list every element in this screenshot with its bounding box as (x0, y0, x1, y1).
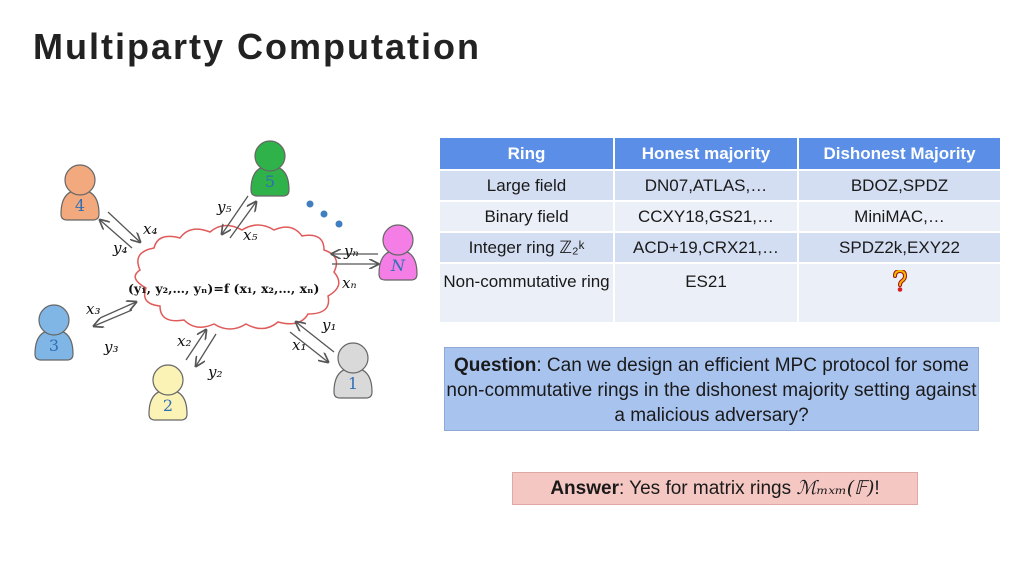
label-x5: x₅ (243, 226, 257, 244)
answer-text: : Yes for matrix rings (618, 478, 797, 499)
table-cell: BDOZ,SPDZ (798, 169, 1000, 201)
table-cell: Integer ring ℤ₂ᵏ (440, 231, 615, 263)
label-y3: y₃ (103, 338, 119, 356)
label-yN: yₙ (343, 242, 359, 260)
question-text: : Can we design an efficient MPC protoco… (446, 355, 977, 426)
party-label: 4 (75, 196, 85, 215)
header-dishonest-majority: Dishonest Majority (798, 138, 1000, 170)
answer-math: ℳₘₓₘ(𝔽) (796, 477, 875, 499)
party-2-icon: 2 (148, 364, 188, 421)
label-xN: xₙ (342, 274, 357, 292)
table-cell: DN07,ATLAS,… (614, 169, 799, 201)
table-row: Integer ring ℤ₂ᵏ ACD+19,CRX21,… SPDZ2k,E… (440, 231, 1000, 263)
table-row: Binary field CCXY18,GS21,… MiniMAC,… (440, 200, 1000, 232)
mpc-protocols-table: Ring Honest majority Dishonest Majority … (440, 138, 1000, 322)
cloud-formula: (y₁, y₂,…, yₙ)=f (x₁, x₂,…, xₙ) (128, 281, 319, 296)
label-x3: x₃ (86, 300, 100, 318)
table-cell: ACD+19,CRX21,… (614, 231, 799, 263)
table-cell: Non-commutative ring (440, 262, 615, 322)
label-y4: y₄ (112, 239, 128, 257)
label-x1: x₁ (292, 336, 306, 354)
table-cell: CCXY18,GS21,… (614, 200, 799, 232)
table-cell (798, 262, 1000, 322)
table-cell: SPDZ2k,EXY22 (798, 231, 1000, 263)
answer-end: ! (874, 478, 880, 499)
table-header-row: Ring Honest majority Dishonest Majority (440, 138, 1000, 170)
answer-box: Answer: Yes for matrix rings ℳₘₓₘ(𝔽)! (512, 472, 918, 505)
party-1-icon: 1 (333, 342, 373, 399)
label-y1: y₁ (321, 316, 337, 334)
party-n-icon: N (378, 224, 418, 281)
party-label: 5 (265, 172, 275, 191)
question-box: Question: Can we design an efficient MPC… (444, 347, 979, 431)
label-y5: y₅ (216, 198, 232, 216)
question-mark-icon (892, 270, 907, 292)
table-cell: Binary field (440, 200, 615, 232)
party-3-icon: 3 (34, 304, 74, 361)
label-x2: x₂ (177, 332, 191, 350)
party-label: 1 (348, 374, 358, 393)
question-lead: Question (454, 355, 537, 376)
page-title: Multiparty Computation (33, 26, 481, 67)
party-label: 2 (163, 396, 173, 415)
table-cell: MiniMAC,… (798, 200, 1000, 232)
answer-lead: Answer (550, 478, 619, 499)
party-4-icon: 4 (60, 164, 100, 221)
ellipsis-dots (306, 200, 343, 228)
header-ring: Ring (440, 138, 615, 170)
label-x4: x₄ (143, 220, 157, 238)
party-label: 3 (49, 336, 59, 355)
table-row: Large field DN07,ATLAS,… BDOZ,SPDZ (440, 169, 1000, 201)
mpc-diagram: (y₁, y₂,…, yₙ)=f (x₁, x₂,…, xₙ) x₄ y₄ y₅… (34, 140, 418, 421)
party-5-icon: 5 (250, 140, 290, 197)
table-cell: ES21 (614, 262, 799, 322)
party-label: N (390, 256, 406, 275)
table-row: Non-commutative ring ES21 (440, 262, 1000, 322)
label-y2: y₂ (207, 363, 223, 381)
table-cell: Large field (440, 169, 615, 201)
header-honest-majority: Honest majority (614, 138, 799, 170)
cloud-shape (134, 224, 340, 330)
